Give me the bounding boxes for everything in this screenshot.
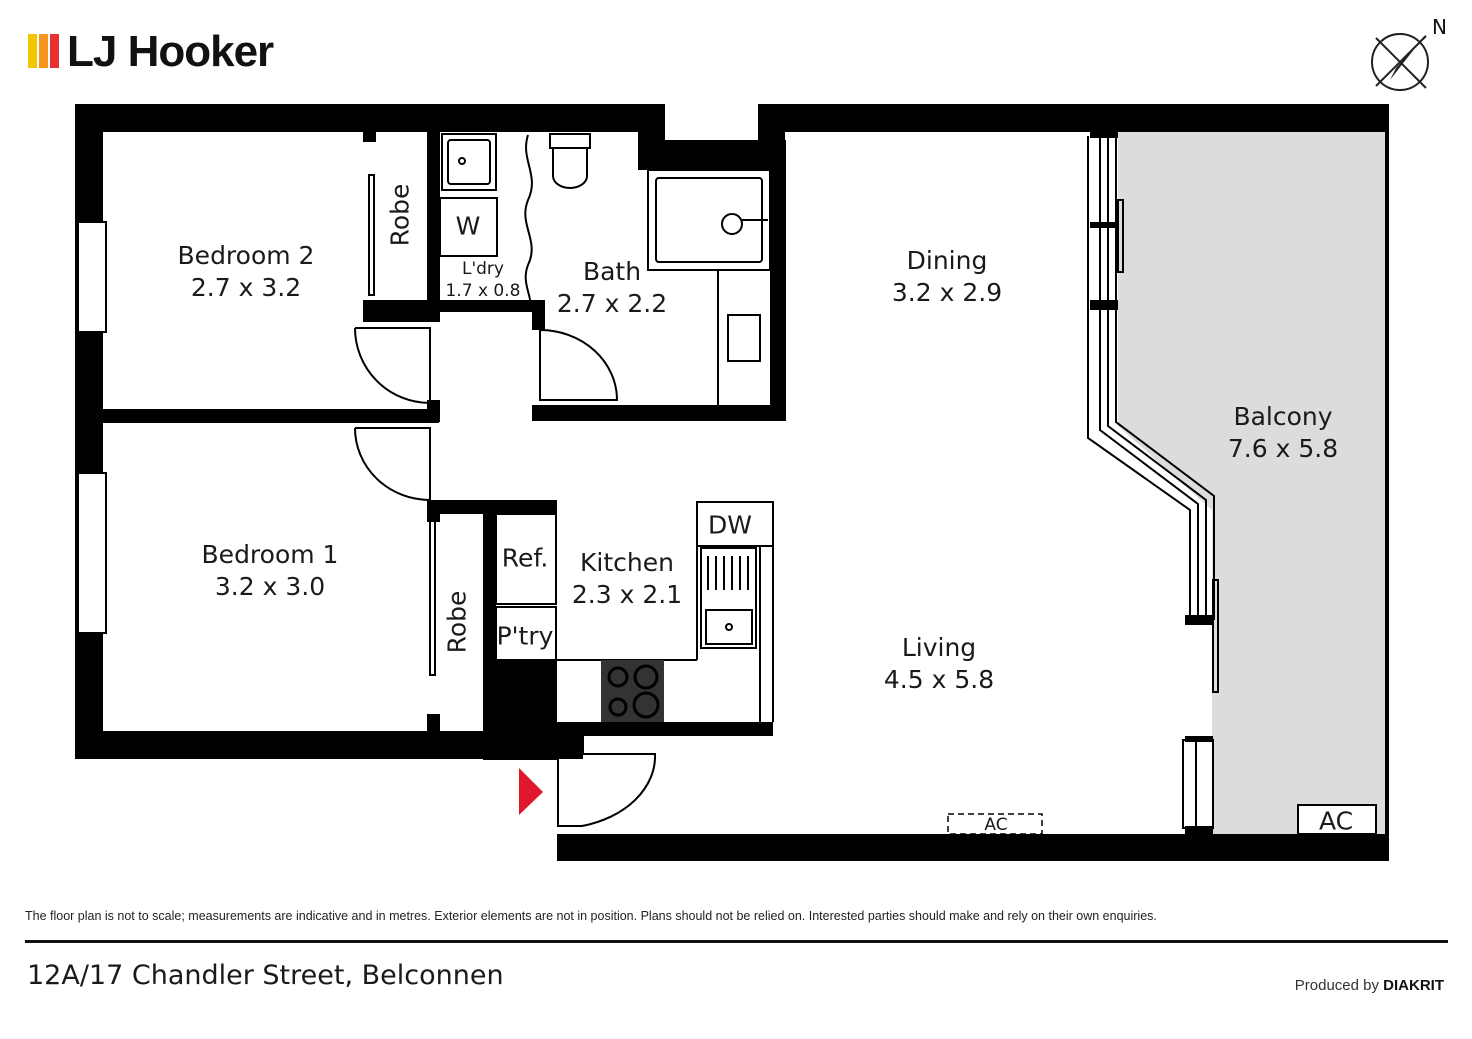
property-address: 12A/17 Chandler Street, Belconnen — [27, 960, 504, 991]
robe-doors — [368, 174, 436, 676]
balcony-glazing — [1087, 136, 1219, 829]
room-name: Kitchen — [580, 548, 674, 577]
laundry-fixtures — [439, 133, 498, 257]
exterior-walls — [75, 104, 1389, 861]
room-label-bath: Bath 2.7 x 2.2 — [557, 256, 667, 320]
brand-logo: LJ Hooker — [28, 27, 274, 76]
room-dimensions: 4.5 x 5.8 — [883, 665, 995, 694]
ac-unit-living-outline — [947, 813, 1043, 835]
brand-name: LJ Hooker — [67, 27, 274, 76]
washer-label: W — [455, 211, 481, 241]
room-dimensions: 3.2 x 3.0 — [214, 572, 326, 601]
logo-bar-yellow — [28, 34, 37, 68]
fridge-label: Ref. — [501, 543, 549, 573]
disclaimer-text: The floor plan is not to scale; measurem… — [25, 909, 1157, 923]
room-name: Bath — [582, 257, 642, 286]
cooktop-icon — [601, 660, 664, 722]
brand-logo-mark — [28, 34, 61, 70]
room-label-living: Living 4.5 x 5.8 — [884, 632, 994, 696]
bathtub-icon — [647, 169, 771, 271]
footer-divider — [25, 940, 1448, 943]
room-label-balcony: Balcony 7.6 x 5.8 — [1228, 401, 1338, 465]
room-dimensions: 2.7 x 2.2 — [556, 289, 668, 318]
dishwasher-label: DW — [708, 510, 752, 540]
room-label-bedroom2: Bedroom 2 2.7 x 3.2 — [178, 240, 315, 304]
bath-vanity — [717, 270, 761, 410]
room-dimensions: 2.7 x 3.2 — [190, 273, 302, 302]
room-label-dining: Dining 3.2 x 2.9 — [892, 245, 1002, 309]
logo-bar-orange — [39, 34, 48, 68]
robe-label-upper: Robe — [385, 183, 415, 247]
balcony-area — [1118, 132, 1386, 834]
room-dimensions: 7.6 x 5.8 — [1227, 434, 1339, 463]
interior-walls — [103, 132, 1213, 834]
ac-unit-balcony-outline — [1297, 804, 1377, 835]
room-name: Bedroom 2 — [177, 241, 315, 270]
door-swings — [354, 327, 657, 827]
produced-by-brand: DIAKRIT — [1383, 977, 1444, 994]
room-dimensions: 1.7 x 0.8 — [445, 281, 521, 301]
room-label-kitchen: Kitchen 2.3 x 2.1 — [572, 547, 682, 611]
logo-bar-red — [50, 34, 59, 68]
room-dimensions: 2.3 x 2.1 — [571, 580, 683, 609]
produced-by-prefix: Produced by — [1294, 977, 1379, 994]
toilet-icon — [549, 133, 591, 189]
room-label-bedroom1: Bedroom 1 3.2 x 3.0 — [202, 539, 339, 603]
room-name: Balcony — [1233, 402, 1333, 431]
room-label-laundry: L'dry 1.7 x 0.8 — [446, 258, 521, 302]
room-name: Living — [901, 633, 977, 662]
compass-north-label: N — [1432, 15, 1447, 39]
room-name: L'dry — [461, 259, 504, 279]
room-dimensions: 3.2 x 2.9 — [891, 278, 1003, 307]
room-name: Dining — [906, 246, 988, 275]
north-arrow-compass-icon: N — [1371, 15, 1447, 91]
ac-living-label: AC — [984, 815, 1008, 835]
ac-balcony-label: AC — [1318, 806, 1354, 836]
entry-arrow-icon — [519, 768, 543, 815]
pantry-label: P'try — [496, 621, 554, 651]
robe-label-lower: Robe — [442, 590, 472, 654]
windows-left — [77, 221, 107, 634]
room-name: Bedroom 1 — [201, 540, 339, 569]
shower-curtain — [524, 134, 533, 311]
produced-by: Produced by DIAKRIT — [1295, 977, 1444, 994]
